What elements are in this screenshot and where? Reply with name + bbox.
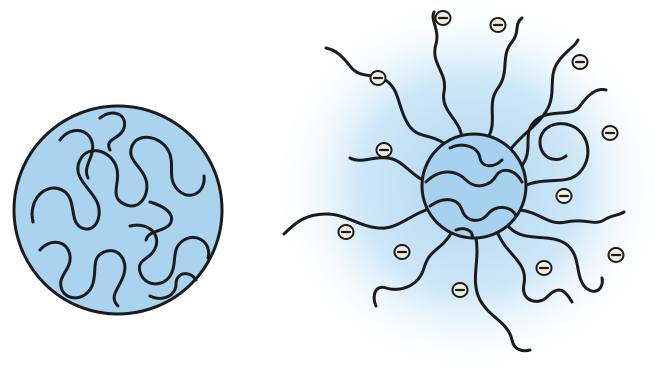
negative-ion-icon <box>377 143 392 157</box>
negative-ion-icon <box>491 18 506 32</box>
expanded-coil <box>270 0 655 377</box>
negative-ion-icon <box>609 248 624 262</box>
collapsed-coil <box>14 106 222 314</box>
negative-ion-icon <box>557 189 572 203</box>
negative-ion-icon <box>436 11 451 25</box>
negative-ion-icon <box>371 71 386 85</box>
negative-ion-icon <box>453 283 468 297</box>
negative-ion-icon <box>537 261 552 275</box>
negative-ion-icon <box>573 55 588 69</box>
negative-ion-icon <box>395 245 410 259</box>
negative-ion-icon <box>339 225 354 239</box>
negative-ion-icon <box>603 126 618 140</box>
